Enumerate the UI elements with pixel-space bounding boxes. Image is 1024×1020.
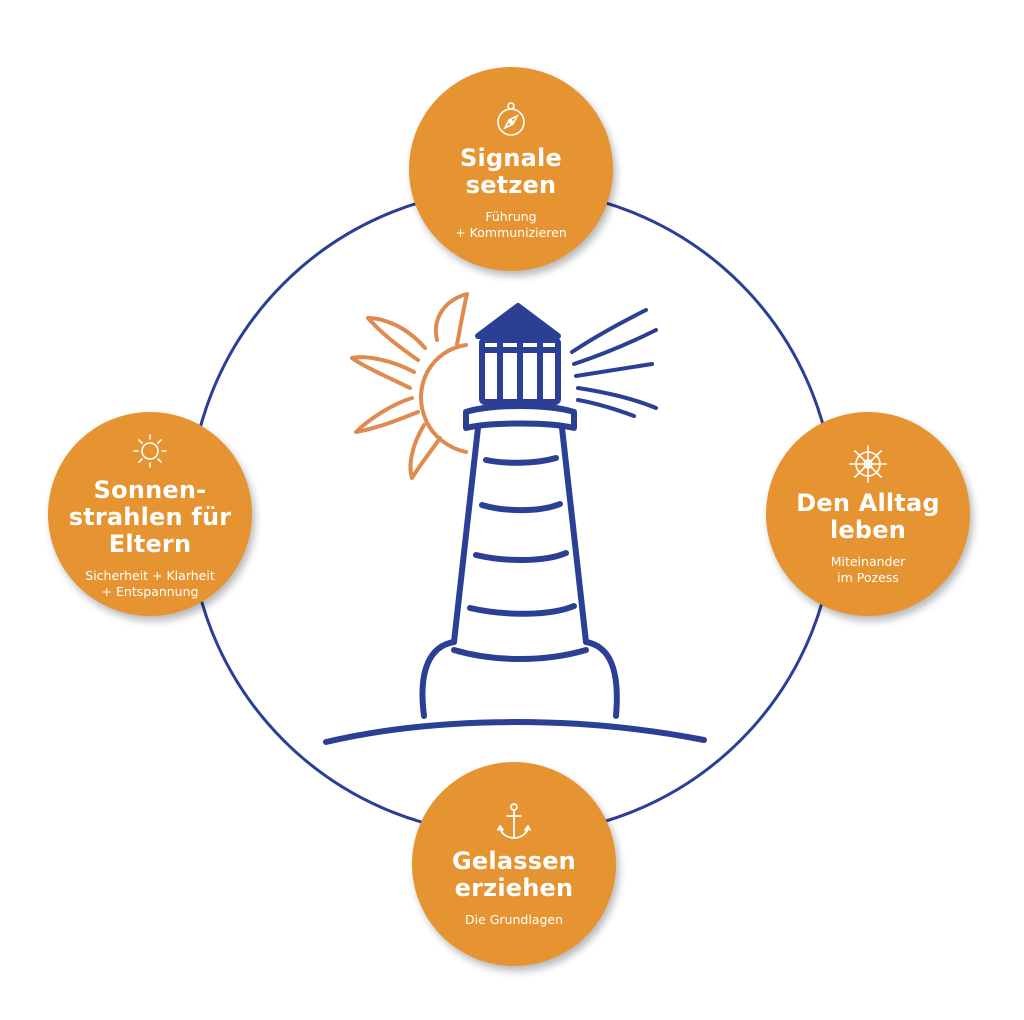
compass-icon xyxy=(497,102,525,136)
node-sonnenstrahlen-fuer-eltern[interactable]: Sonnen- strahlen für Eltern Sicherheit +… xyxy=(48,412,252,616)
node-title: Den Alltag leben xyxy=(796,489,940,544)
node-title: Gelassen erziehen xyxy=(452,847,576,902)
node-signale-setzen[interactable]: Signale setzen Führung + Kommunizieren xyxy=(409,67,613,271)
sun-icon xyxy=(133,433,167,468)
node-subtitle: Miteinander im Pozess xyxy=(830,554,906,585)
node-subtitle: Die Grundlagen xyxy=(464,912,564,927)
ship-wheel-icon xyxy=(849,445,887,483)
lighthouse-icon xyxy=(323,303,707,745)
node-den-alltag-leben[interactable]: Den Alltag leben Miteinander im Pozess xyxy=(766,412,970,616)
anchor-icon xyxy=(497,803,531,839)
node-subtitle: Sicherheit + Klarheit + Entspannung xyxy=(85,567,215,599)
node-subtitle: Führung + Kommunizieren xyxy=(455,209,567,240)
light-beam-lines-icon xyxy=(570,308,658,418)
sun-rays-icon xyxy=(350,292,469,480)
node-title: Signale setzen xyxy=(460,144,562,199)
node-gelassen-erziehen[interactable]: Gelassen erziehen Die Grundlagen xyxy=(412,762,616,966)
node-title: Sonnen- strahlen für Eltern xyxy=(68,475,232,558)
